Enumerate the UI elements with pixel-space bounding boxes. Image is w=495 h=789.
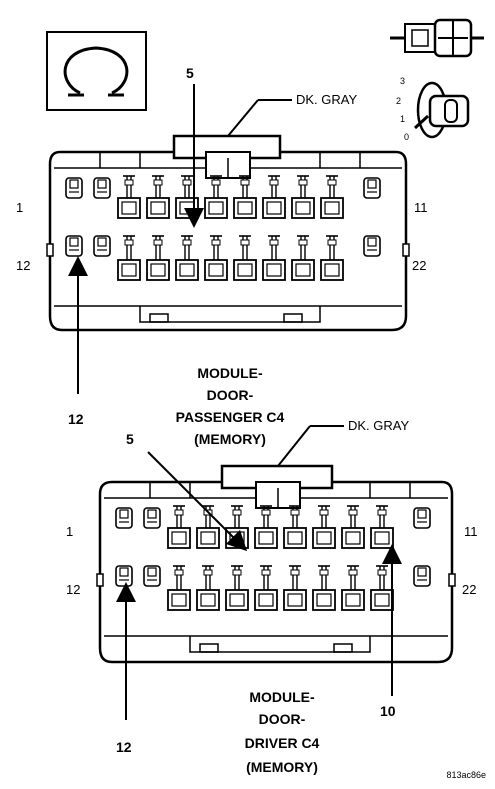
pin-cavity (167, 565, 191, 611)
ground-symbol-icon (46, 31, 147, 111)
pin-cavity (233, 175, 257, 219)
pin-cavity (283, 505, 307, 549)
pin-cavity (341, 565, 365, 611)
pin-cavity (175, 235, 199, 281)
pin-cavity (204, 235, 228, 281)
pin-cavity (291, 235, 315, 281)
callout-12-bottom: 12 (116, 739, 132, 755)
pin-cavity (146, 235, 170, 281)
title-line-2-top: DOOR- (207, 387, 254, 403)
pin-cavities (115, 505, 431, 611)
latch-cavity (115, 565, 133, 587)
top-ribs (99, 152, 361, 168)
pin-label-11-top: 11 (414, 200, 428, 215)
callout-10-bottom: 10 (380, 703, 396, 719)
callout-5-bottom: 5 (126, 431, 134, 447)
latch-cavity (413, 565, 431, 587)
pin-cavity (283, 565, 307, 611)
title-line-4-bottom: (MEMORY) (246, 759, 318, 775)
title-line-3-top: PASSENGER C4 (176, 409, 285, 425)
latch-cavity (65, 235, 83, 257)
latch-cavity (143, 565, 161, 587)
driver-connector (96, 464, 456, 664)
latch-cavity (93, 235, 111, 257)
pin-label-11-bottom: 11 (464, 524, 478, 539)
pin-cavity (204, 175, 228, 219)
pin-cavity (146, 175, 170, 219)
ignition-pos-2: 2 (396, 96, 401, 106)
latch-cavity (115, 507, 133, 529)
latch (172, 134, 282, 179)
pin-cavity (117, 175, 141, 219)
callout-12-top: 12 (68, 411, 84, 427)
connector-icon (390, 18, 484, 58)
wire-dk-gray-top (227, 99, 292, 137)
latch-cavity (143, 507, 161, 529)
title-line-4-top: (MEMORY) (194, 431, 266, 447)
pin-cavities (65, 175, 381, 281)
title-line-2-bottom: DOOR- (259, 711, 306, 727)
latch-cavity (363, 177, 381, 199)
title-line-1-bottom: MODULE- (249, 689, 315, 705)
title-line-3-bottom: DRIVER C4 (245, 735, 320, 751)
latch-cavity (65, 177, 83, 199)
ignition-pos-1: 1 (400, 114, 405, 124)
wire-color-label-bottom: DK. GRAY (348, 418, 409, 433)
pin-label-12-bottom: 12 (66, 582, 80, 597)
callout-5-top: 5 (186, 65, 194, 81)
pin-cavity (312, 565, 336, 611)
latch-cavity (93, 177, 111, 199)
latch-cavity (363, 235, 381, 257)
pin-cavity (167, 505, 191, 549)
passenger-connector (46, 134, 410, 332)
pin-label-22-top: 22 (412, 258, 426, 273)
pin-cavity (291, 175, 315, 219)
pin-label-1-bottom: 1 (66, 524, 73, 539)
figure-code: 813ac86e (446, 770, 486, 780)
pin-cavity (233, 235, 257, 281)
wire-dk-gray-bottom (277, 425, 344, 467)
pin-cavity (262, 235, 286, 281)
pin-label-22-bottom: 22 (462, 582, 476, 597)
pin-cavity (341, 505, 365, 549)
pin-cavity (225, 565, 249, 611)
pin-cavity (312, 505, 336, 549)
pin-cavity (254, 505, 278, 549)
pin-cavity (254, 565, 278, 611)
pin-cavity (262, 175, 286, 219)
pin-cavity (196, 505, 220, 549)
callout-arrow-5-bottom (147, 451, 248, 552)
ignition-pos-3: 3 (400, 76, 405, 86)
ignition-key-icon: 3 2 1 0 (396, 76, 470, 142)
ignition-pos-0: 0 (404, 132, 409, 142)
pin-cavity (320, 175, 344, 219)
title-line-1-top: MODULE- (197, 365, 263, 381)
pin-cavity (320, 235, 344, 281)
latch-cavity (413, 507, 431, 529)
pin-label-12-top: 12 (16, 258, 30, 273)
pin-cavity (196, 565, 220, 611)
pin-cavity (117, 235, 141, 281)
pin-label-1-top: 1 (16, 200, 23, 215)
wire-color-label-top: DK. GRAY (296, 92, 357, 107)
latch (220, 464, 334, 509)
